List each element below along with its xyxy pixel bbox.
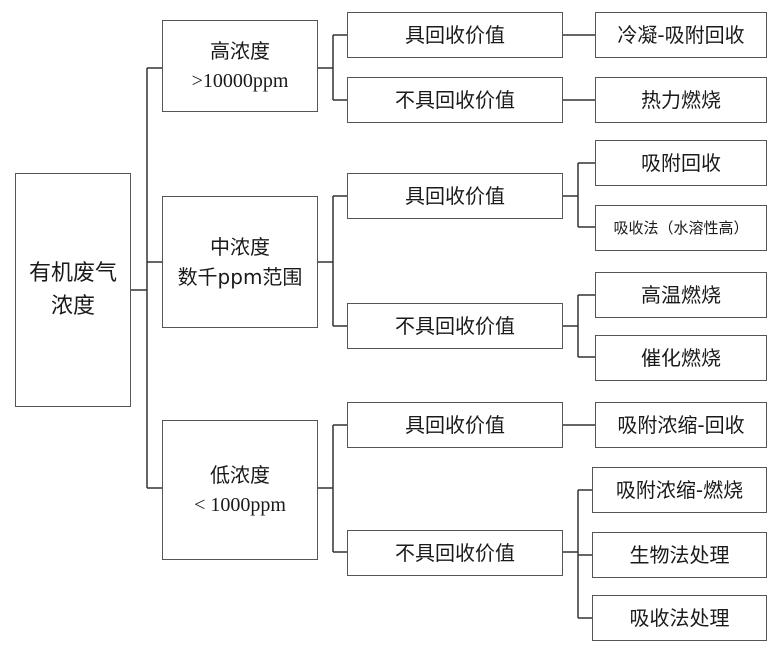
method-condensation-adsorption: 冷凝-吸附回收 <box>595 12 767 58</box>
mid-range: 数千ppm范围 <box>177 265 303 289</box>
low-nonrecoverable-label: 不具回收价值 <box>395 541 515 565</box>
low-recoverable-node: 具回收价值 <box>347 402 563 448</box>
root-label-line1: 有机废气 <box>28 261 117 286</box>
mid-concentration-node: 中浓度 数千ppm范围 <box>162 196 318 328</box>
high-title: 高浓度 <box>210 39 270 63</box>
method-adsorption-concentration-recovery: 吸附浓缩-回收 <box>595 402 767 448</box>
mid-recoverable-label: 具回收价值 <box>405 184 505 208</box>
low-range: < 1000ppm <box>194 494 286 516</box>
high-nonrecoverable-node: 不具回收价值 <box>347 77 563 123</box>
method-high-temperature-combustion: 高温燃烧 <box>595 272 767 318</box>
mid-nonrecoverable-label: 不具回收价值 <box>395 314 515 338</box>
method-absorption-water-soluble: 吸收法（水溶性高） <box>595 205 767 251</box>
low-concentration-node: 低浓度 < 1000ppm <box>162 420 318 560</box>
high-recoverable-node: 具回收价值 <box>347 12 563 58</box>
mid-title: 中浓度 <box>210 235 270 259</box>
low-title: 低浓度 <box>210 463 270 487</box>
method-thermal-combustion: 热力燃烧 <box>595 77 767 123</box>
mid-recoverable-node: 具回收价值 <box>347 173 563 219</box>
method-catalytic-combustion: 催化燃烧 <box>595 335 767 381</box>
low-recoverable-label: 具回收价值 <box>405 413 505 437</box>
method-adsorption-recovery: 吸附回收 <box>595 140 767 186</box>
method-absorption-treatment: 吸收法处理 <box>592 595 767 641</box>
high-concentration-node: 高浓度 >10000ppm <box>162 20 318 112</box>
low-nonrecoverable-node: 不具回收价值 <box>347 530 563 576</box>
high-range: >10000ppm <box>191 70 289 92</box>
high-nonrecoverable-label: 不具回收价值 <box>395 88 515 112</box>
method-biological-treatment: 生物法处理 <box>592 532 767 578</box>
root-node: 有机废气 浓度 <box>15 173 131 407</box>
high-recoverable-label: 具回收价值 <box>405 23 505 47</box>
root-label-line2: 浓度 <box>50 294 95 319</box>
method-adsorption-concentration-combustion: 吸附浓缩-燃烧 <box>592 467 767 513</box>
mid-nonrecoverable-node: 不具回收价值 <box>347 303 563 349</box>
